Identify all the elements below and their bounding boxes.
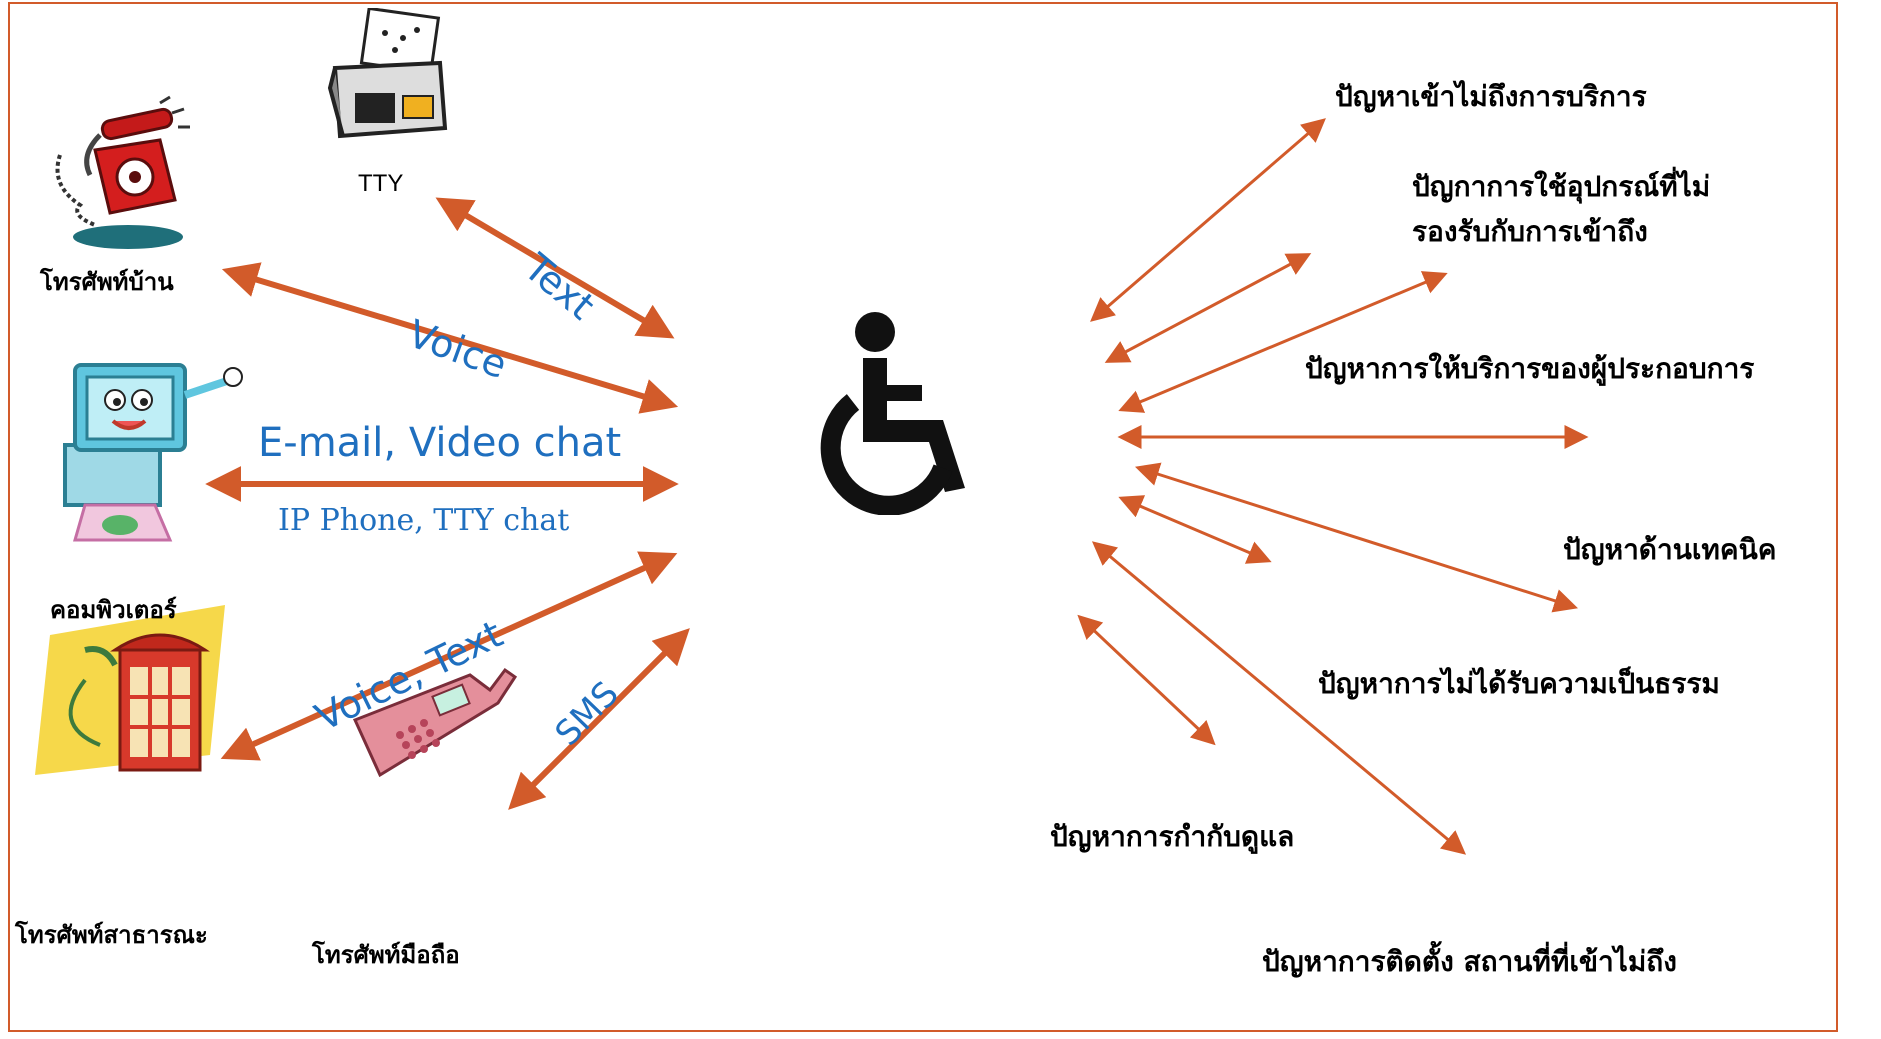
problem-device-line2: รองรับกับการเข้าถึง	[1412, 215, 1648, 248]
arrow-technical	[1134, 462, 1579, 613]
arrow-mobile-sms	[508, 628, 690, 810]
arrow-payphone-voice-text	[220, 551, 678, 761]
landline-label: โทรศัพท์บ้าน	[40, 268, 174, 296]
diagram-frame	[8, 2, 1838, 1032]
cartoon-computer-icon	[63, 363, 243, 542]
computer-label: คอมพิวเตอร์	[50, 596, 177, 624]
red-telephone-icon	[55, 95, 190, 249]
arrow-device-2	[1118, 271, 1448, 413]
mobile-phone-icon	[352, 667, 518, 778]
arrow-small	[1118, 495, 1272, 564]
channel-email-video-label: E-mail, Video chat	[258, 420, 622, 466]
problem-installation: ปัญหาการติดตั้ง สถานที่ที่เข้าไม่ถึง	[1262, 945, 1677, 978]
phone-booth-icon	[35, 605, 225, 775]
left-arrows	[205, 197, 690, 810]
tty-label: TTY	[358, 170, 404, 197]
problem-device-line1: ปัญกาการใช้อุปกรณ์ที่ไม่	[1412, 170, 1711, 203]
fax-machine-icon	[327, 8, 448, 139]
payphone-label: โทรศัพท์สาธารณะ	[15, 921, 208, 949]
problem-access: ปัญหาเข้าไม่ถึงการบริการ	[1335, 80, 1647, 113]
channel-ip-tty-label: IP Phone, TTY chat	[278, 503, 570, 538]
right-arrows	[1077, 118, 1589, 855]
arrow-device	[1104, 253, 1312, 363]
arrow-access	[1090, 118, 1326, 322]
mobile-label: โทรศัพท์มือถือ	[312, 941, 460, 969]
problem-technical: ปัญหาด้านเทคนิค	[1563, 533, 1777, 566]
arrow-regulation	[1077, 614, 1216, 746]
problem-fairness: ปัญหาการไม่ได้รับความเป็นธรรม	[1318, 667, 1720, 700]
problem-operator: ปัญหาการให้บริการของผู้ประกอบการ	[1305, 352, 1755, 385]
arrow-landline-voice	[221, 262, 679, 414]
problem-regulation: ปัญหาการกำกับดูแล	[1050, 820, 1295, 853]
arrow-installation	[1091, 541, 1467, 855]
wheelchair-icon	[820, 312, 965, 515]
